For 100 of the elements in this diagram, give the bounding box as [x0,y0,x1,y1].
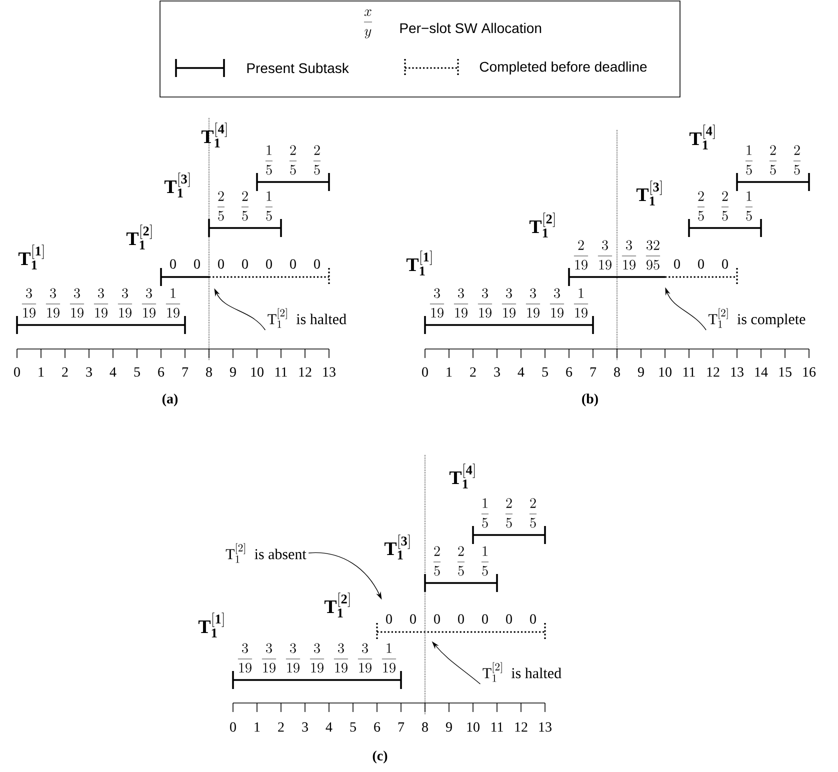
tick-label: 16 [803,367,816,377]
allocation-value: 0 [722,259,728,269]
allocation-value: 0 [482,614,488,624]
allocation-fraction: $\frac{3}{19}$ [622,240,636,270]
allocation-fraction: $\frac{3}{19}$ [70,288,84,318]
allocation-fraction: $\frac{3}{19}$ [526,288,540,318]
subtask-label: $\mathbf{T_1^{[1]}}$ [198,612,224,638]
allocation-fraction: $\frac{2}{5}$ [769,145,777,175]
callout-text: $\mathrm{T}_{1}^{[2]}\ \mbox{ is halted}$ [482,662,562,682]
allocation-fraction: $\frac{3}{19}$ [454,288,468,318]
allocation-fraction: $\frac{2}{5}$ [457,546,465,576]
tick-label: 5 [134,367,140,377]
tick-label: 7 [398,722,404,732]
allocation-fraction: $\frac{3}{19}$ [262,643,276,673]
tick-label: 4 [110,367,116,377]
allocation-value: 0 [674,259,680,269]
allocation-value: 0 [314,259,320,269]
tick-label: 3 [86,367,92,377]
completed-bar [664,267,738,287]
tick-label: 8 [206,367,212,377]
tick-label: 13 [539,722,552,732]
allocation-fraction: $\frac{2}{5}$ [697,191,705,221]
tick-label: 4 [518,367,524,377]
tick-label: 3 [302,722,308,732]
tick-label: 6 [158,367,164,377]
completed-bar [376,622,546,642]
tick-label: 10 [251,367,264,377]
tick-label: 8 [614,367,620,377]
allocation-value: 0 [530,614,536,624]
allocation-value: 0 [458,614,464,624]
tick-label: 14 [755,367,768,377]
allocation-fraction: $\frac{2}{5}$ [721,191,729,221]
legend-text: Per−slot SW Allocation [400,22,542,34]
allocation-fraction: $\frac{2}{5}$ [241,191,249,221]
allocation-fraction: $\frac{2}{5}$ [289,145,297,175]
allocation-fraction: $\frac{3}{19}$ [598,240,612,270]
tick-label: 11 [684,367,695,377]
allocation-fraction: $\frac{3}{19}$ [118,288,132,318]
tick-label: 2 [470,367,476,377]
allocation-fraction: $\frac{3}{19}$ [238,643,252,673]
allocation-fraction: $\frac{3}{19}$ [46,288,60,318]
tick-label: 9 [230,367,236,377]
panel-caption: (c) [372,750,388,764]
subtask-label: $\mathbf{T_1^{[1]}}$ [406,250,432,276]
allocation-value: 0 [290,259,296,269]
tick-label: 11 [492,722,503,732]
tick-label: 1 [38,367,44,377]
allocation-fraction: $\frac{3}{19}$ [22,288,36,318]
allocation-fraction: $\frac{1}{19}$ [382,643,396,673]
tick-label: 10 [659,367,672,377]
tick-label: 7 [590,367,596,377]
allocation-fraction: $\frac{3}{19}$ [142,288,156,318]
allocation-fraction: $\frac{1}{5}$ [481,546,489,576]
tick-label: 0 [422,367,428,377]
panel-caption: (a) [162,394,178,406]
callout-text: $\mathrm{T}_{1}^{[2]}\ \mbox{ is halted}$ [268,308,346,328]
legend-sample-fraction: $\frac{x}{y}$ [364,10,372,38]
subtask-bar [160,267,210,287]
allocation-fraction: $\frac{2}{19}$ [574,240,588,270]
allocation-value: 0 [506,614,512,624]
tick-label: 5 [350,722,356,732]
allocation-fraction: $\frac{2}{5}$ [217,191,225,221]
allocation-fraction: $\frac{3}{19}$ [310,643,324,673]
callout-text: $\mathrm{T}_{1}^{[2]}\ \mbox{ is absent}$ [226,543,306,563]
allocation-value: 0 [242,259,248,269]
allocation-fraction: $\frac{3}{19}$ [358,643,372,673]
subtask-label: $\mathbf{T_1^{[1]}}$ [18,244,44,270]
allocation-value: 0 [434,614,440,624]
tick-label: 12 [515,722,528,732]
tick-label: 9 [446,722,452,732]
allocation-value: 0 [218,259,224,269]
allocation-fraction: $\frac{1}{5}$ [745,145,753,175]
allocation-fraction: $\frac{1}{5}$ [745,191,753,221]
legend-text: Present Subtask [247,62,349,74]
legend-text: Completed before deadline [480,61,647,75]
allocation-fraction: $\frac{1}{5}$ [481,498,489,528]
allocation-fraction: $\frac{3}{19}$ [286,643,300,673]
allocation-fraction: $\frac{1}{5}$ [265,191,273,221]
tick-label: 9 [638,367,644,377]
allocation-value: 0 [698,259,704,269]
allocation-fraction: $\frac{2}{5}$ [433,546,441,576]
allocation-fraction: $\frac{1}{19}$ [166,288,180,318]
allocation-fraction: $\frac{3}{19}$ [502,288,516,318]
allocation-fraction: $\frac{3}{19}$ [478,288,492,318]
allocation-value: 0 [386,614,392,624]
tick-label: 13 [731,367,744,377]
allocation-value: 0 [266,259,272,269]
tick-label: 0 [230,722,236,732]
allocation-fraction: $\frac{2}{5}$ [505,498,513,528]
tick-label: 8 [422,722,428,732]
tick-label: 10 [467,722,480,732]
tick-label: 15 [779,367,792,377]
tick-label: 12 [707,367,720,377]
allocation-value: 0 [410,614,416,624]
allocation-fraction: $\frac{2}{5}$ [793,145,801,175]
allocation-value: 0 [170,259,176,269]
callout-text: $\mathrm{T}_{1}^{[2]}\ \mbox{ is complete}$ [708,308,806,328]
tick-label: 12 [299,367,312,377]
tick-label: 6 [374,722,380,732]
tick-label: 2 [278,722,284,732]
